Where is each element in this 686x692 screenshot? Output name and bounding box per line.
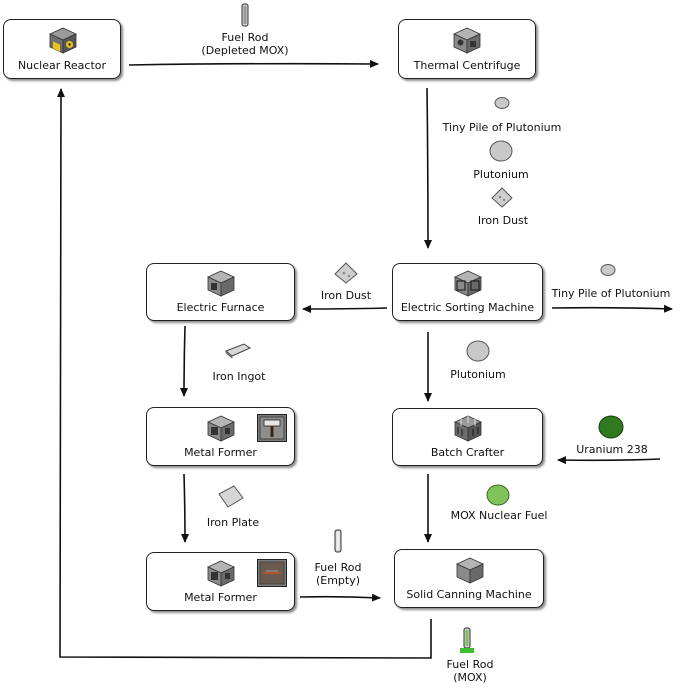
iron-ingot-icon [225,343,252,359]
item-label-tiny-plutonium: Tiny Pile of Plutonium [442,121,562,134]
node-label: Nuclear Reactor [17,59,107,72]
item-label-fuel-rod-empty: Fuel Rod (Empty) [303,561,373,587]
item-label-fuel-rod-depleted: Fuel Rod (Depleted MOX) [185,31,305,57]
item-label-plutonium: Plutonium [473,168,529,181]
arrow-canning-to-reactor [56,88,432,659]
item-label-line: Fuel Rod [221,31,269,44]
node-label: Metal Former [184,591,257,604]
machine-block-icon [207,415,235,442]
item-label-mox-fuel: MOX Nuclear Fuel [450,509,548,522]
cutting-mode-icon [257,559,287,587]
item-label-iron-ingot: Iron Ingot [212,370,266,383]
node-label: Electric Furnace [176,301,265,314]
node-label: Metal Former [184,446,257,459]
mox-fuel-icon [486,484,510,506]
node-thermal-centrifuge[interactable]: Thermal Centrifuge [398,19,536,79]
machine-block-icon [453,27,481,54]
iron-dust-icon [334,262,358,284]
item-label-tiny-plutonium: Tiny Pile of Plutonium [551,287,671,300]
item-label-uranium-238: Uranium 238 [576,443,648,456]
arrow-sorter-to-tiny-pile [551,304,673,313]
item-label-line: (Empty) [315,574,361,587]
item-label-plutonium: Plutonium [450,368,506,381]
fuel-rod-mox-icon [460,627,474,653]
node-label: Electric Sorting Machine [400,301,535,314]
fuel-rod-icon [334,529,342,553]
machine-block-icon [207,270,235,297]
node-electric-furnace[interactable]: Electric Furnace [146,263,295,321]
node-solid-canning-machine[interactable]: Solid Canning Machine [394,549,544,608]
item-label-line: (MOX) [453,671,487,684]
node-label: Thermal Centrifuge [413,59,521,72]
node-electric-sorting-machine[interactable]: Electric Sorting Machine [392,263,543,321]
node-label: Batch Crafter [430,446,505,459]
machine-block-icon [454,415,482,442]
uranium-238-icon [598,415,624,439]
iron-plate-icon [218,485,244,508]
machine-block-icon [207,560,235,587]
arrow-metal-former-2-to-canning [299,593,381,602]
item-label-iron-dust: Iron Dust [477,214,529,227]
node-label: Solid Canning Machine [406,588,532,601]
tiny-plutonium-icon [600,264,616,276]
arrow-sorter-to-furnace [302,304,388,313]
plutonium-icon [489,140,513,162]
node-batch-crafter[interactable]: Batch Crafter [392,408,543,466]
node-nuclear-reactor[interactable]: Nuclear Reactor [3,19,121,79]
nuclear-reactor-icon [49,27,77,54]
node-metal-former-1[interactable]: Metal Former [146,407,295,466]
node-metal-former-2[interactable]: Metal Former [146,552,295,611]
fuel-rod-icon [241,3,249,27]
arrow-metal-former-1-to-metal-former-2 [180,473,189,543]
item-label-iron-plate: Iron Plate [206,516,260,529]
item-label-fuel-rod-mox: Fuel Rod (MOX) [435,658,505,684]
arrow-uranium-to-batch-crafter [557,456,661,465]
item-label-line: Fuel Rod [446,658,494,671]
plutonium-icon [466,340,490,362]
arrow-centrifuge-to-sorter [423,87,432,249]
item-label-iron-dust: Iron Dust [320,289,372,302]
machine-block-icon [454,270,482,297]
item-label-line: Fuel Rod [314,561,362,574]
arrow-reactor-to-centrifuge [128,59,379,68]
arrow-furnace-to-metal-former-1 [180,325,189,397]
item-label-line: (Depleted MOX) [201,44,289,57]
tiny-plutonium-icon [494,97,510,109]
machine-block-icon [456,557,484,584]
hammer-icon [257,414,287,442]
iron-dust-icon [491,187,513,208]
